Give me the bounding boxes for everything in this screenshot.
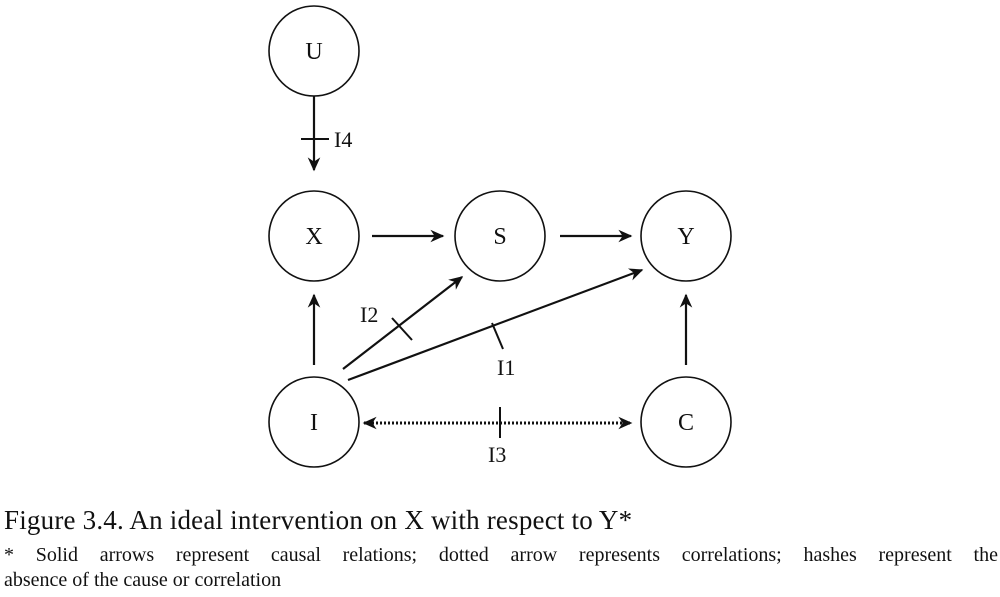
causal-diagram: I4 I2 I1 I3 U X S Y I C	[268, 5, 732, 468]
svg-text:X: X	[305, 224, 322, 250]
label-i4: I4	[334, 127, 352, 152]
label-i1: I1	[497, 355, 515, 380]
svg-text:S: S	[493, 224, 506, 250]
figure-caption: Figure 3.4. An ideal intervention on X w…	[4, 505, 633, 535]
node-c: C	[640, 376, 732, 468]
hash-i1	[491, 322, 504, 350]
svg-text:Y: Y	[677, 224, 694, 250]
edge-i-to-s	[342, 276, 464, 370]
node-y: Y	[640, 190, 732, 282]
svg-text:U: U	[305, 39, 322, 65]
node-x: X	[268, 190, 360, 282]
svg-text:C: C	[678, 410, 694, 436]
node-u: U	[268, 5, 360, 97]
hash-i2	[391, 317, 413, 341]
svg-text:I: I	[310, 410, 318, 436]
label-i2: I2	[360, 302, 378, 327]
node-i: I	[268, 376, 360, 468]
label-i3: I3	[488, 442, 506, 467]
footnote-line-1: * Solid arrows represent causal relation…	[4, 544, 998, 566]
figure-footnote: * Solid arrows represent causal relation…	[4, 543, 998, 593]
node-s: S	[454, 190, 546, 282]
footnote-line-2: absence of the cause or correlation	[4, 569, 282, 591]
edge-i-to-y	[347, 268, 644, 382]
